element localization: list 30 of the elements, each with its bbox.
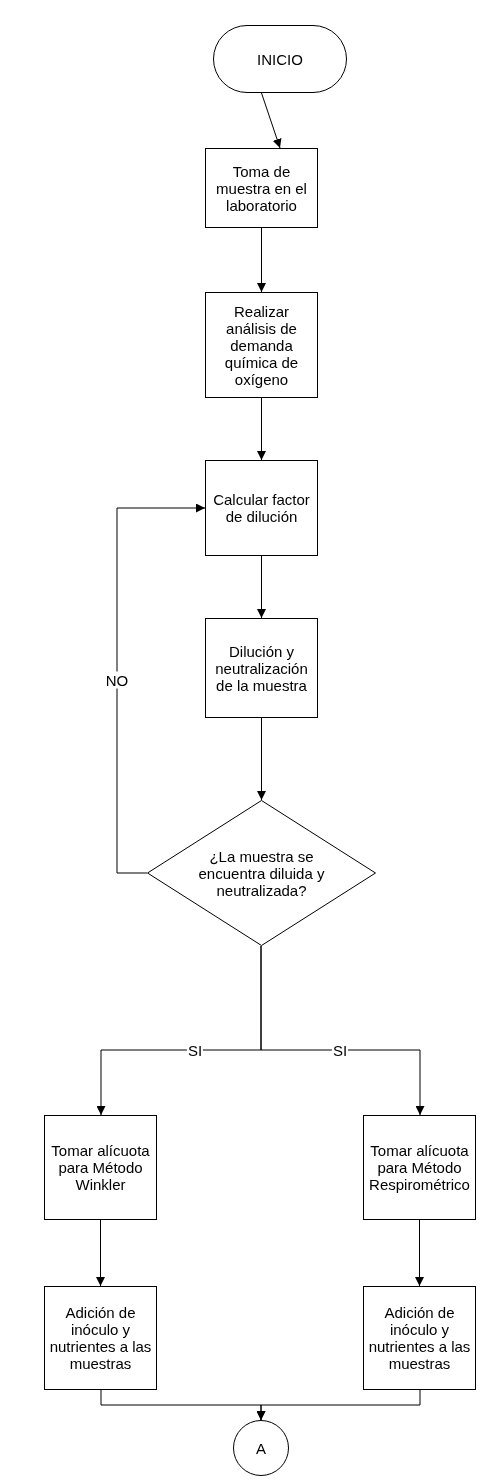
edge-label: NO — [104, 671, 130, 689]
process-box — [205, 148, 318, 228]
node-text: Toma de muestra en el laboratorio — [215, 162, 308, 214]
arrow — [256, 1389, 421, 1421]
node-text: Adición de inóculo y nutrientes a las muestras — [368, 1304, 471, 1372]
arrow — [96, 1219, 105, 1287]
node-text: INICIO — [257, 50, 303, 68]
node-text: ¿La muestra se encuentra diluida y neutralizada? — [197, 847, 326, 899]
arrow — [257, 555, 266, 619]
arrow — [415, 1219, 424, 1287]
node-text: Tomar alícuota para Método Winkler — [50, 1142, 151, 1193]
node-text: Realizar análisis de demanda química de oxígeno — [223, 302, 300, 388]
arrow — [260, 945, 425, 1116]
arrow — [257, 397, 266, 461]
node-text: Calcular factor de dilución — [212, 491, 311, 525]
process-box — [363, 1286, 476, 1390]
node-text: Adición de inóculo y nutrientes a las muestras — [49, 1304, 152, 1372]
node-text: A — [256, 1439, 266, 1457]
process-box — [363, 1115, 476, 1220]
process-box — [205, 460, 318, 556]
process-box — [205, 292, 318, 398]
process-box — [205, 618, 318, 718]
process-box — [44, 1115, 157, 1220]
node-text: Dilución y neutralización de la muestra — [214, 642, 309, 694]
arrow — [261, 92, 282, 149]
arrow — [257, 717, 266, 801]
arrow — [257, 227, 266, 293]
node-text: Tomar alícuota para Método Respirométrico — [368, 1142, 471, 1193]
arrow — [116, 503, 206, 874]
process-box — [44, 1286, 157, 1390]
